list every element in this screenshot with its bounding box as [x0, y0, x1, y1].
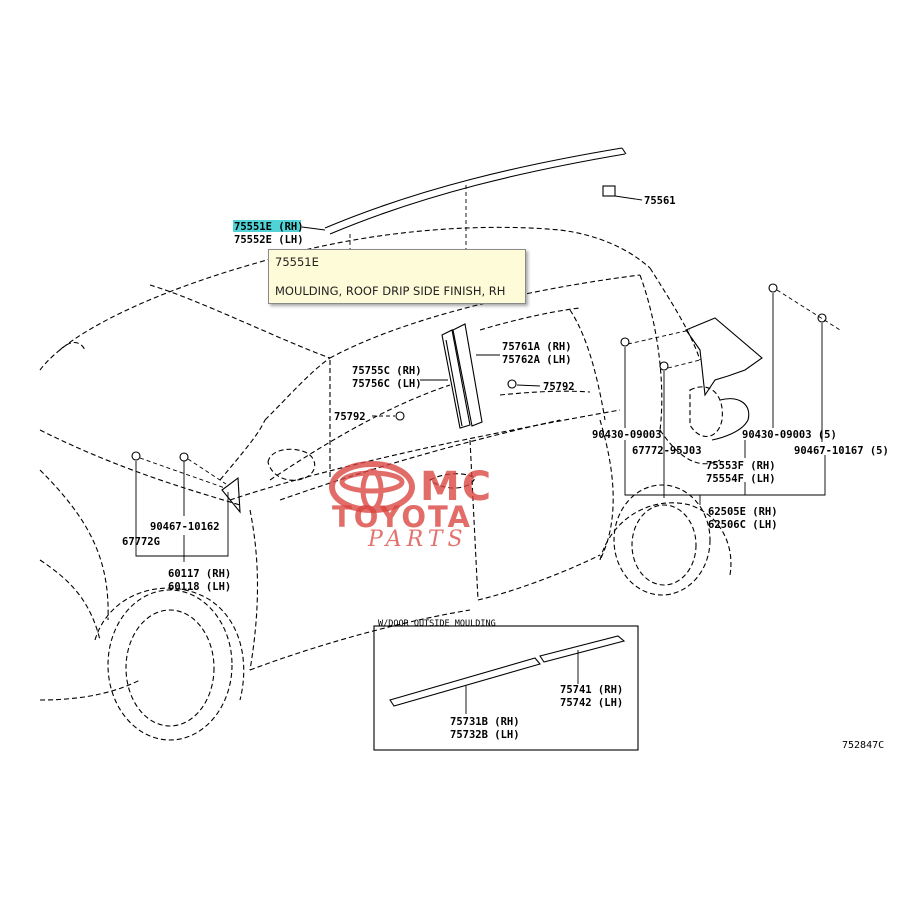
label-75761a[interactable]: 75761A (RH): [502, 341, 572, 353]
watermark-line2: TOYOTA: [332, 500, 472, 534]
label-90467-right[interactable]: 90467-10167 (5): [794, 445, 889, 457]
highlight-75551e: [233, 220, 301, 232]
label-90430-left[interactable]: 90430-09003: [592, 429, 662, 441]
label-90430-right[interactable]: 90430-09003 (5): [742, 429, 837, 441]
inset-title: W/DOOR OUTSIDE MOULDING: [378, 619, 496, 629]
rear-quarter-garnish-part[interactable]: [685, 317, 763, 441]
label-62505e[interactable]: 62505E (RH): [708, 506, 778, 518]
label-67772g[interactable]: 67772G: [122, 536, 160, 548]
label-75755c[interactable]: 75755C (RH): [352, 365, 422, 377]
clip-67772g[interactable]: [131, 451, 141, 461]
label-75741[interactable]: 75741 (RH): [560, 684, 623, 696]
tooltip-part-number: 75551E: [275, 255, 319, 269]
part-labels: 75551E (RH) 75552E (LH) 75561 75761A (RH…: [122, 195, 889, 751]
label-75792-right[interactable]: 75792: [543, 381, 575, 393]
label-75553f[interactable]: 75553F (RH): [706, 460, 776, 472]
inset-box: [373, 625, 639, 751]
clip-75792-right[interactable]: [507, 379, 517, 389]
clip-90467-right[interactable]: [817, 313, 827, 323]
label-60118[interactable]: 60118 (LH): [168, 581, 231, 593]
label-75552e[interactable]: 75552E (LH): [234, 234, 304, 246]
clip-90467-left[interactable]: [179, 452, 189, 462]
label-75732b[interactable]: 75732B (LH): [450, 729, 520, 741]
clip-90430-left[interactable]: [620, 337, 630, 347]
label-67772-95j03[interactable]: 67772-95J03: [632, 445, 702, 457]
clip-90430-right[interactable]: [768, 283, 778, 293]
toyota-logo-icon: [329, 461, 415, 513]
label-75554f[interactable]: 75554F (LH): [706, 473, 776, 485]
watermark-line3: PARTS: [367, 527, 468, 552]
label-75561[interactable]: 75561: [644, 195, 676, 207]
label-75762a[interactable]: 75762A (LH): [502, 354, 572, 366]
door-outside-moulding-parts[interactable]: [389, 635, 626, 707]
car-body-outline: [39, 226, 732, 741]
label-60117[interactable]: 60117 (RH): [168, 568, 231, 580]
front-garnish-part[interactable]: [221, 476, 241, 514]
label-75792-left[interactable]: 75792: [334, 411, 366, 423]
label-75756c[interactable]: 75756C (LH): [352, 378, 422, 390]
tooltip-description: MOULDING, ROOF DRIP SIDE FINISH, RH: [275, 284, 506, 298]
label-90467-left[interactable]: 90467-10162: [150, 521, 220, 533]
label-75731b[interactable]: 75731B (RH): [450, 716, 520, 728]
label-75551e[interactable]: 75551E (RH): [234, 221, 304, 233]
label-75742[interactable]: 75742 (LH): [560, 697, 623, 709]
pillar-garnish-parts[interactable]: [441, 323, 483, 429]
mc-toyota-parts-watermark: MC TOYOTA PARTS: [329, 461, 493, 552]
roof-clip-75561[interactable]: [602, 185, 616, 197]
roof-drip-moulding-part[interactable]: [324, 147, 627, 235]
part-tooltip: 75551E MOULDING, ROOF DRIP SIDE FINISH, …: [268, 249, 526, 304]
diagram-code: 752847C: [842, 740, 884, 751]
clip-67772-95j03[interactable]: [659, 361, 669, 371]
clip-75792-left[interactable]: [395, 411, 405, 421]
watermark-line1: MC: [420, 464, 493, 510]
label-62506c[interactable]: 62506C (LH): [708, 519, 778, 531]
